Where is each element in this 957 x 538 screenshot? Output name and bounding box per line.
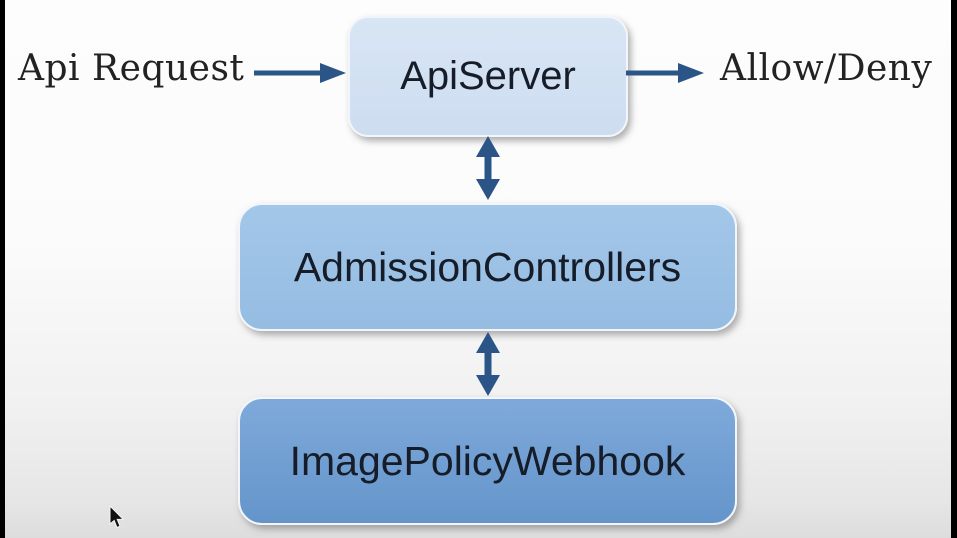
allow-deny-label: Allow/Deny (720, 48, 933, 89)
node-api-server-label: ApiServer (400, 54, 576, 98)
node-image-policy-webhook: ImagePolicyWebhook (238, 397, 737, 525)
letterbox-bar-right (951, 0, 957, 538)
node-image-policy-webhook-label: ImagePolicyWebhook (289, 437, 686, 484)
arrow-apiserver-admissioncontrollers-bidirectional (476, 136, 500, 200)
arrow-apiserver-to-allow-deny (626, 63, 704, 83)
node-admission-controllers-label: AdmissionControllers (293, 243, 682, 290)
mouse-cursor-icon (109, 506, 125, 529)
arrow-admissioncontrollers-imagepolicywebhook-bidirectional (476, 332, 500, 396)
node-api-server: ApiServer (348, 16, 628, 137)
letterbox-bar-left (0, 0, 5, 538)
arrow-api-request-to-apiserver (254, 63, 346, 83)
node-admission-controllers: AdmissionControllers (238, 203, 737, 331)
api-request-label: Api Request (18, 48, 245, 89)
